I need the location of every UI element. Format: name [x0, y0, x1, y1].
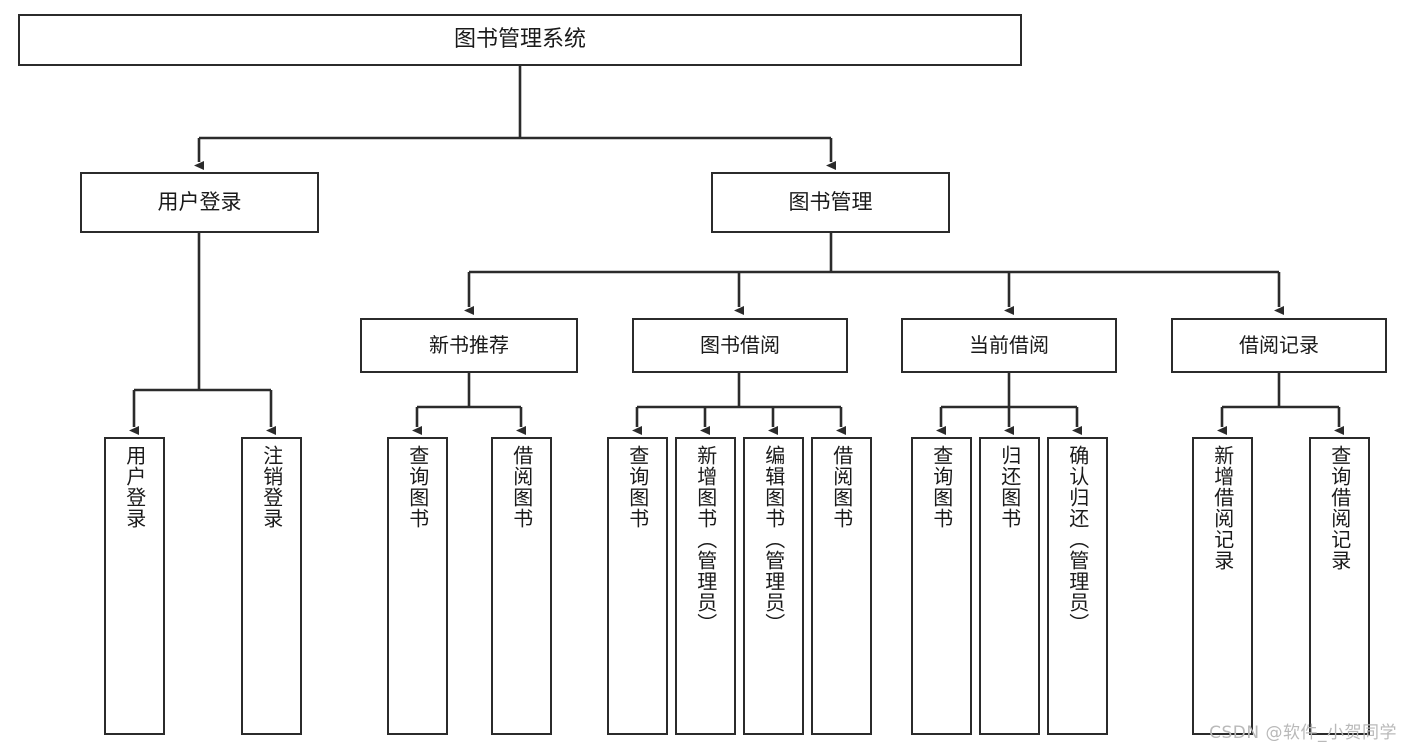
node-label: 新增图书（管理员） [693, 445, 718, 634]
node-borrow-record[interactable]: 借阅记录 [1171, 318, 1387, 373]
node-label: 图书管理系统 [453, 27, 586, 53]
csdn-watermark: CSDN @软件_小贺同学 [1209, 723, 1397, 743]
node-label: 查询图书 [405, 445, 430, 529]
leaf-book-borrow-borrow[interactable]: 借阅图书 [811, 437, 872, 735]
node-label: 查询图书 [625, 445, 650, 529]
node-current-borrow[interactable]: 当前借阅 [901, 318, 1117, 373]
node-label: 新书推荐 [429, 332, 509, 357]
node-new-book-recommend[interactable]: 新书推荐 [360, 318, 578, 373]
node-label: 确认归还（管理员） [1065, 445, 1090, 634]
leaf-user-login-login[interactable]: 用户登录 [104, 437, 165, 735]
node-label: 归还图书 [997, 445, 1022, 529]
leaf-current-borrow-confirm-return[interactable]: 确认归还（管理员） [1047, 437, 1108, 735]
node-user-login[interactable]: 用户登录 [80, 172, 319, 233]
node-book-management[interactable]: 图书管理 [711, 172, 950, 233]
node-root-system[interactable]: 图书管理系统 [18, 14, 1022, 66]
leaf-user-login-logout[interactable]: 注销登录 [241, 437, 302, 735]
node-label: 注销登录 [259, 445, 284, 529]
leaf-new-book-borrow[interactable]: 借阅图书 [491, 437, 552, 735]
node-label: 查询图书 [929, 445, 954, 529]
node-label: 借阅记录 [1239, 332, 1319, 357]
leaf-current-borrow-query[interactable]: 查询图书 [911, 437, 972, 735]
node-label: 查询借阅记录 [1327, 445, 1352, 571]
node-label: 图书借阅 [700, 332, 780, 357]
leaf-book-borrow-query[interactable]: 查询图书 [607, 437, 668, 735]
leaf-book-borrow-edit[interactable]: 编辑图书（管理员） [743, 437, 804, 735]
node-label: 编辑图书（管理员） [761, 445, 786, 634]
node-label: 用户登录 [157, 190, 242, 215]
node-book-borrow[interactable]: 图书借阅 [632, 318, 848, 373]
leaf-current-borrow-return[interactable]: 归还图书 [979, 437, 1040, 735]
node-label: 当前借阅 [969, 332, 1049, 357]
node-label: 图书管理 [788, 190, 873, 215]
leaf-borrow-record-query[interactable]: 查询借阅记录 [1309, 437, 1370, 735]
leaf-borrow-record-add[interactable]: 新增借阅记录 [1192, 437, 1253, 735]
node-label: 用户登录 [122, 445, 147, 529]
leaf-new-book-query[interactable]: 查询图书 [387, 437, 448, 735]
node-label: 借阅图书 [509, 445, 534, 529]
node-label: 借阅图书 [829, 445, 854, 529]
node-label: 新增借阅记录 [1210, 445, 1235, 571]
leaf-book-borrow-add[interactable]: 新增图书（管理员） [675, 437, 736, 735]
